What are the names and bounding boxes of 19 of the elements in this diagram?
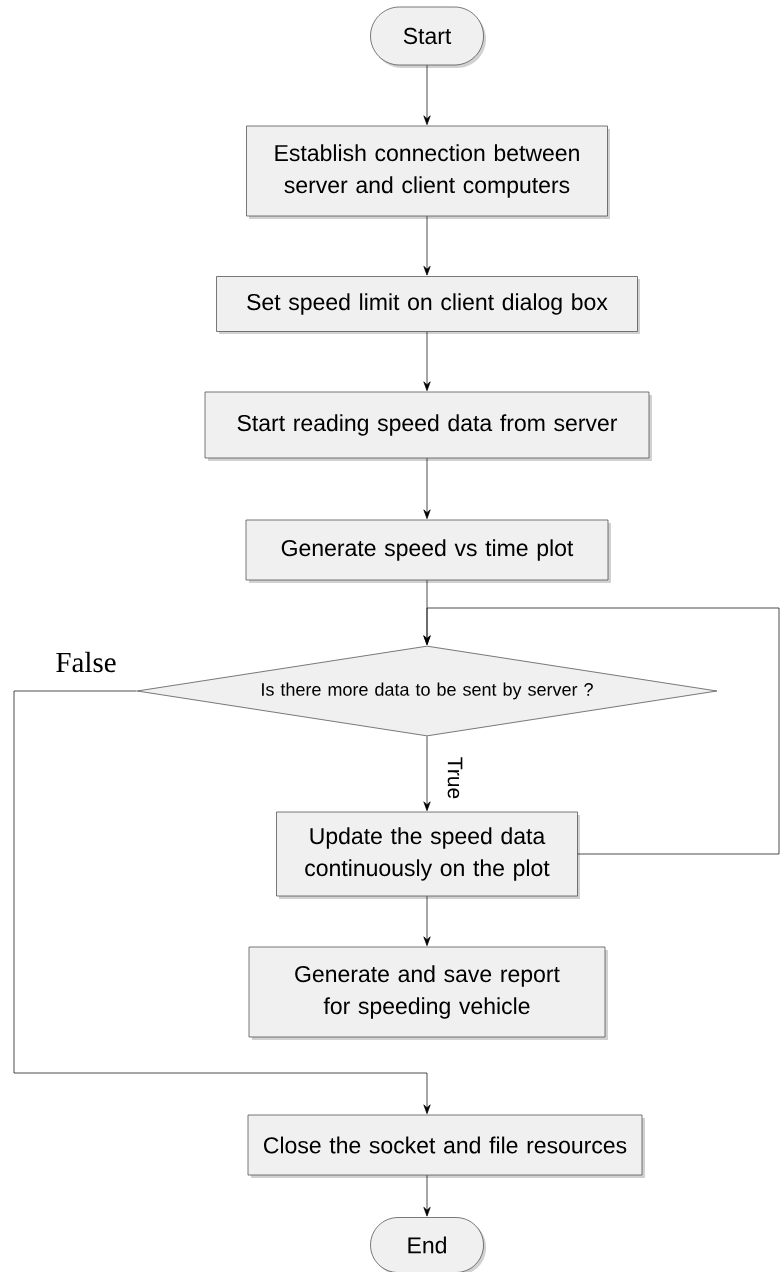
arrow <box>423 65 431 125</box>
process-box: Set speed limit on client dialog box <box>216 276 640 334</box>
process-box: Establish connection between server and client computers <box>246 125 610 219</box>
process-box: Start reading speed data from server <box>204 391 652 461</box>
arrow <box>423 216 431 276</box>
process-box: Close the socket and file resources <box>247 1114 645 1178</box>
process-box: Generate and save report for speeding vehicle <box>248 946 608 1040</box>
arrow <box>423 607 780 855</box>
terminal-oval: End <box>370 1217 486 1272</box>
arrow <box>423 896 431 946</box>
process-box: Update the speed data continuously on the plot <box>276 811 580 899</box>
arrow <box>13 690 431 1114</box>
edge-label: True <box>446 755 464 801</box>
arrow <box>423 331 431 391</box>
process-box: Generate speed vs time plot <box>245 519 611 583</box>
arrow <box>423 458 431 519</box>
arrow <box>423 1175 431 1217</box>
arrow <box>423 736 431 811</box>
edge-label: False <box>54 650 118 674</box>
